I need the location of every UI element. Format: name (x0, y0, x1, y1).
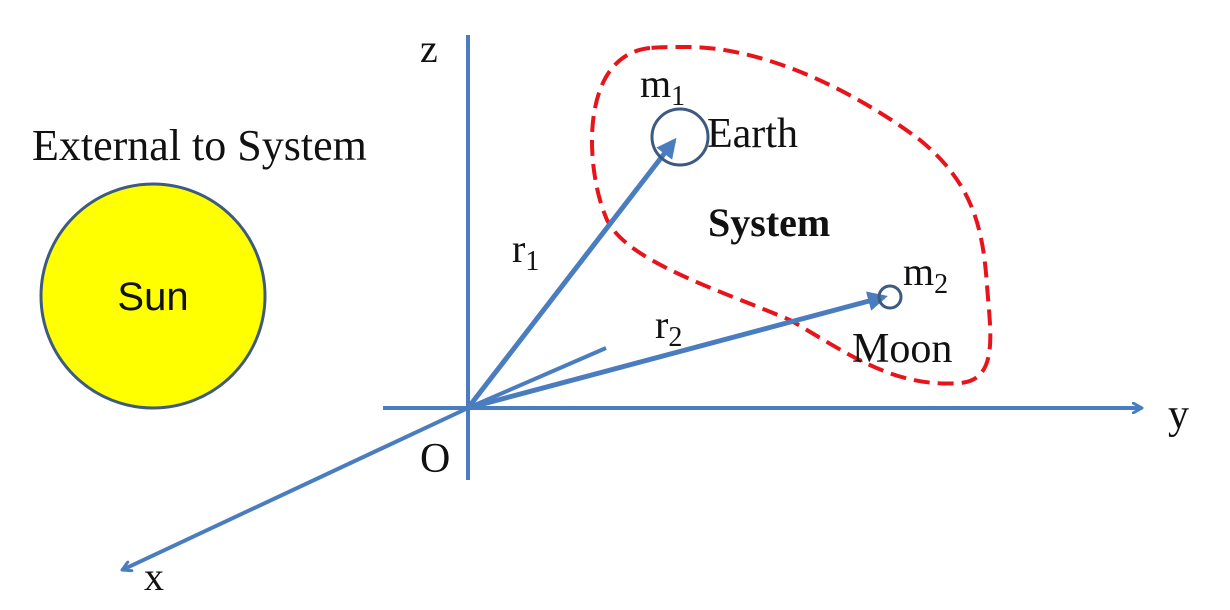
r1-label: r1 (512, 226, 539, 277)
axis-x-label: x (144, 554, 164, 599)
axis-y-label: y (1168, 392, 1189, 438)
r2-vector (467, 291, 888, 411)
earth-label: Earth (707, 111, 798, 157)
r1-vector (466, 137, 677, 410)
sun-label: Sun (117, 275, 188, 319)
external-label: External to System (32, 121, 367, 170)
sun-circle (39, 182, 267, 410)
system-boundary (589, 44, 993, 386)
r2-label: r2 (655, 302, 682, 353)
moon-label: Moon (852, 326, 952, 372)
moon-circle (877, 284, 903, 310)
axis-z-label: z (420, 26, 438, 71)
reference-line (467, 346, 607, 410)
m1-label: m1 (640, 61, 685, 112)
earth-circle (650, 107, 710, 167)
system-label: System (708, 200, 830, 245)
m2-label: m2 (903, 249, 948, 300)
origin-label: O (420, 436, 450, 482)
x-axis (122, 406, 469, 570)
